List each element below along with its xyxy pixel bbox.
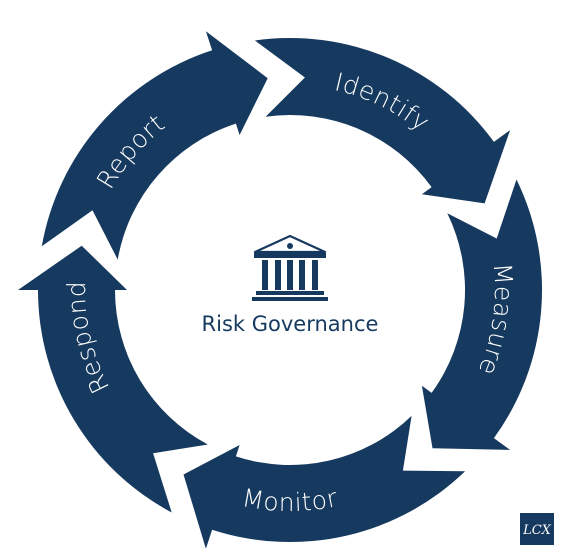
- segment-monitor: [183, 415, 466, 549]
- lcx-logo: LCX: [520, 513, 554, 545]
- center-title: Risk Governance: [202, 312, 379, 336]
- segment-respond: [18, 245, 208, 513]
- logo-text: LCX: [522, 523, 552, 538]
- segment-label-monitor: Monitor: [240, 483, 340, 517]
- bank-building-icon: [252, 234, 328, 301]
- segment-label-text-monitor: Monitor: [240, 483, 340, 517]
- segment-identify: [254, 38, 511, 204]
- segment-measure: [421, 179, 543, 450]
- segment-report: [41, 31, 268, 260]
